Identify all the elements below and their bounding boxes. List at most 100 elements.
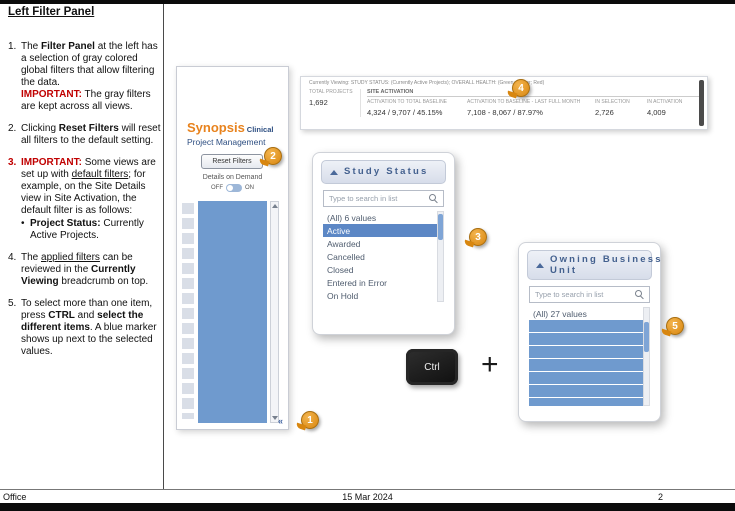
total-projects-metric: TOTAL PROJECTS 1,692 (309, 89, 354, 117)
text-run-bold: Currently Viewing (21, 264, 136, 287)
page-title: Left Filter Panel (8, 6, 95, 18)
study-status-header[interactable]: Study Status (321, 160, 446, 184)
item-number: 4. (8, 252, 17, 263)
search-input[interactable] (329, 194, 429, 203)
ctrl-key-illustration: Ctrl (406, 349, 458, 385)
text-run-bold: Filter Panel (41, 41, 95, 52)
metric-value: 4,324 / 9,707 / 45.15% (367, 108, 443, 117)
scroll-down-icon[interactable] (271, 416, 278, 420)
filter-title-line1: Owning Business (550, 253, 663, 265)
callout-badge-3: 3 (469, 228, 487, 246)
collapse-triangle-icon[interactable] (536, 262, 544, 268)
text-run-underline: applied filters (41, 252, 100, 263)
study-status-filter-card: Study Status (All) 6 values Active Award… (312, 152, 455, 335)
off-label: OFF (211, 185, 223, 191)
redacted-filter-list (198, 201, 267, 423)
list-item-selected[interactable]: Active (323, 224, 437, 237)
footer-page-number: 2 (658, 492, 664, 502)
item-number: 2. (8, 123, 17, 134)
bottom-black-bar (0, 503, 735, 511)
list-item[interactable]: Entered in Error (327, 277, 387, 288)
metric-column: ACTIVATION TO TOTAL BASELINE 4,324 / 9,7… (367, 99, 467, 117)
important-label: IMPORTANT: (21, 157, 82, 168)
breadcrumb-scrollbar[interactable] (699, 80, 704, 126)
list-item[interactable]: Awarded (327, 238, 361, 249)
logo-sub-text: Clinical (246, 125, 274, 134)
metric-divider (360, 89, 361, 117)
text-run: Currently Active Projects. (30, 218, 144, 241)
search-box (323, 190, 444, 207)
text-run: Clicking (21, 123, 59, 134)
text-run: ; for example, on the Site Details view … (21, 169, 146, 216)
instruction-item-2: 2. Clicking Reset Filters will reset all… (8, 123, 161, 147)
text-run-bold: CTRL (48, 310, 75, 321)
list-item[interactable]: Cancelled (327, 251, 365, 262)
list-scrollbar[interactable] (643, 307, 650, 406)
item-text: The applied filters can be reviewed in t… (21, 252, 161, 288)
text-run: The (21, 41, 42, 52)
currently-viewing-text: Currently Viewing: STUDY STATUS: (Curren… (309, 80, 545, 86)
item-text: To select more than one item, press CTRL… (21, 298, 161, 358)
site-activation-columns: ACTIVATION TO TOTAL BASELINE 4,324 / 9,7… (367, 99, 699, 117)
collapse-triangle-icon[interactable] (330, 169, 338, 175)
filter-category-icons-strip[interactable] (182, 203, 194, 419)
item-number: 1. (8, 41, 17, 52)
list-item[interactable]: (All) 27 values (533, 308, 587, 319)
list-item[interactable]: Closed (327, 264, 354, 275)
details-toggle[interactable] (226, 184, 242, 192)
sub-bullet: • Project Status: Currently Active Proje… (21, 218, 161, 242)
text-run: and (74, 310, 98, 321)
scrollbar-thumb[interactable] (438, 214, 443, 240)
footer-divider (0, 489, 735, 490)
callout-badge-2: 2 (264, 147, 282, 165)
text-run: breadcrumb on top. (58, 276, 149, 287)
list-item[interactable]: (All) 6 values (327, 212, 377, 223)
text-run: The gray filters are kept across all vie… (21, 89, 151, 112)
collapse-panel-icon[interactable]: « (277, 416, 283, 426)
text-run-bold: Project Status: (30, 218, 101, 229)
metric-column: IN ACTIVATION 4,009 (647, 99, 699, 117)
instruction-item-5: 5. To select more than one item, press C… (8, 298, 161, 358)
redacted-selected-values (529, 320, 643, 406)
owning-bu-header[interactable]: Owning Business Unit (527, 250, 661, 280)
scrollbar-thumb[interactable] (644, 322, 649, 352)
filter-panel-scrollbar[interactable] (270, 201, 279, 423)
item-text: The Filter Panel at the left has a selec… (21, 41, 161, 113)
filter-title: Study Status (344, 166, 429, 178)
text-run-underline: default filters (71, 169, 129, 180)
study-status-list: (All) 6 values Active Awarded Cancelled … (323, 211, 444, 302)
metric-label: IN ACTIVATION (647, 99, 683, 105)
search-icon (429, 194, 438, 203)
item-number: 3. (8, 157, 17, 168)
metric-value: 4,009 (647, 108, 666, 117)
logo-main-text: Synopsis (187, 120, 245, 135)
item-text: IMPORTANT: Some views are set up with de… (21, 157, 161, 242)
details-on-demand-toggle-row: OFF ON (177, 184, 288, 192)
reset-filters-button[interactable]: Reset Filters (201, 154, 263, 169)
list-rows: (All) 27 values (529, 307, 643, 406)
instruction-item-1: 1. The Filter Panel at the left has a se… (8, 41, 161, 113)
search-input[interactable] (535, 290, 635, 299)
text-run: . A blue marker shows up next to the sel… (21, 322, 157, 357)
metric-label: ACTIVATION TO BASELINE - LAST FULL MONTH (467, 99, 581, 105)
list-item[interactable]: On Hold (327, 290, 359, 301)
text-run: The (21, 252, 42, 263)
metric-column: IN SELECTION 2,726 (595, 99, 647, 117)
metric-label: IN SELECTION (595, 99, 630, 105)
list-scrollbar[interactable] (437, 211, 444, 302)
item-number: 5. (8, 298, 17, 309)
owning-bu-list: (All) 27 values (529, 307, 650, 406)
details-on-demand-label: Details on Demand (202, 174, 263, 181)
callout-badge-1: 1 (301, 411, 319, 429)
filter-title-line2: Unit (550, 265, 578, 276)
text-run-bold: select the different items (21, 310, 144, 333)
scroll-up-icon[interactable] (271, 204, 278, 208)
currently-viewing-breadcrumb: Currently Viewing: STUDY STATUS: (Curren… (300, 76, 708, 130)
footer-left-text: Office (3, 492, 27, 502)
metric-value: 7,108 - 8,067 / 87.97% (467, 108, 543, 117)
metric-label: ACTIVATION TO TOTAL BASELINE (367, 99, 448, 105)
instruction-item-3: 3. IMPORTANT: Some views are set up with… (8, 157, 161, 242)
